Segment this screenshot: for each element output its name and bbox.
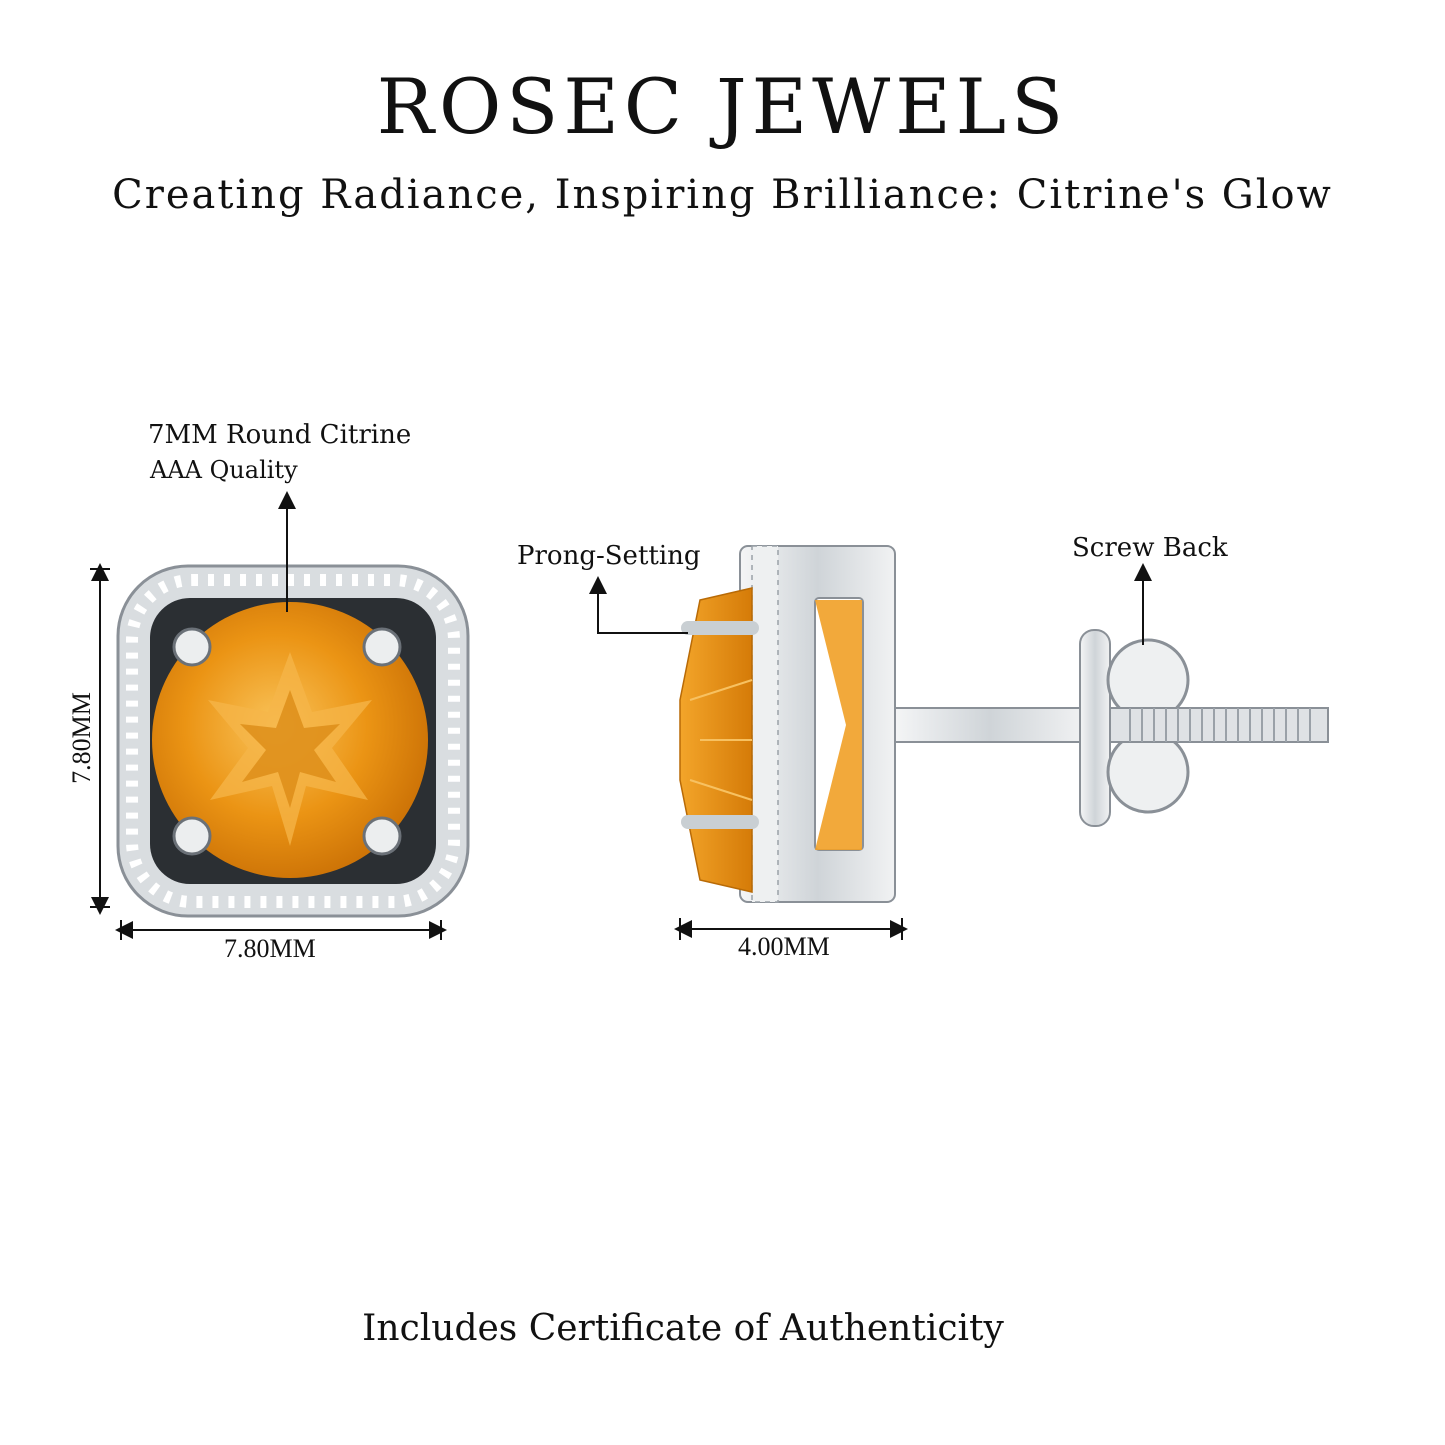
tagline: Creating Radiance, Inspiring Brilliance:… <box>112 172 1333 218</box>
side-view-earring <box>679 545 1086 903</box>
stone-quality-label: AAA Quality <box>150 456 298 484</box>
certificate-note: Includes Certificate of Authenticity <box>362 1308 1004 1349</box>
height-dimension-label: 7.80MM <box>67 692 96 784</box>
screw-back-label: Screw Back <box>1072 533 1228 563</box>
prong-setting-label: Prong-Setting <box>517 541 701 571</box>
width-dimension-label: 7.80MM <box>224 934 316 963</box>
stone-description-label: 7MM Round Citrine <box>148 420 412 450</box>
prong-callout-line <box>589 576 688 634</box>
front-view-earring <box>116 564 470 918</box>
depth-dimension-label: 4.00MM <box>738 932 830 961</box>
screw-back <box>1079 629 1329 827</box>
brand-title: ROSEC JEWELS <box>376 62 1069 151</box>
